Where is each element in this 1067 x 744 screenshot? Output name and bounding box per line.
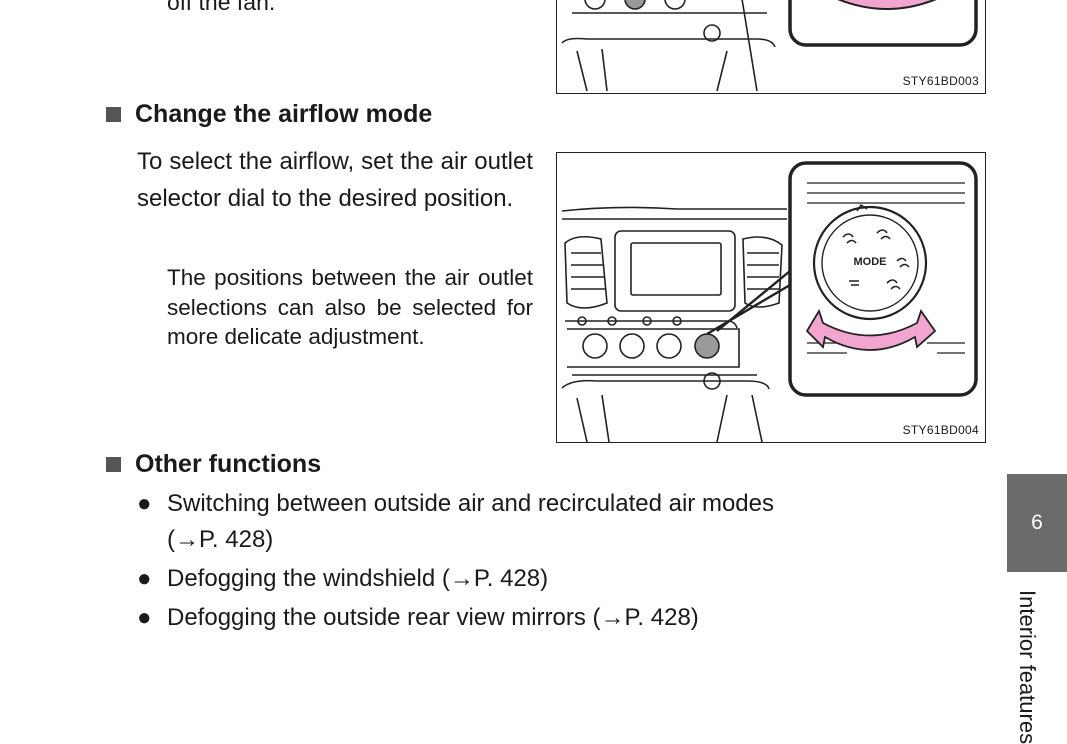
figure-fan-dial: STY61BD003 <box>556 0 986 94</box>
list-item-text[interactable]: Defogging the windshield (→P. 428) <box>167 565 549 592</box>
heading-square-icon <box>106 106 121 122</box>
figure-caption: STY61BD003 <box>902 74 979 88</box>
chapter-tab[interactable]: 6 <box>1007 474 1067 572</box>
heading-text: Other functions <box>135 450 322 478</box>
fan-dial-illustration <box>561 0 978 92</box>
bullet-icon: ● <box>137 604 152 631</box>
chapter-number: 6 <box>1031 511 1043 534</box>
section-heading-other: Other functions <box>106 449 321 479</box>
bullet-icon: ● <box>137 490 152 517</box>
list-item: ● Defogging the outside rear view mirror… <box>137 600 937 636</box>
list-item-ref[interactable]: (→P. 428) <box>167 526 274 553</box>
bullet-icon: ● <box>137 565 152 592</box>
list-item: ● Switching between outside air and reci… <box>137 486 937 558</box>
previous-text: off the fan. <box>167 0 276 15</box>
section-heading-airflow: Change the airflow mode <box>106 99 432 129</box>
heading-text: Change the airflow mode <box>135 100 433 128</box>
other-functions-list: ● Switching between outside air and reci… <box>137 486 937 636</box>
figure-airflow-dial: MODE STY61BD004 <box>556 152 986 443</box>
airflow-dial-illustration: MODE <box>561 161 978 442</box>
dial-mode-label: MODE <box>854 256 887 268</box>
list-item: ● Defogging the windshield (→P. 428) <box>137 561 937 597</box>
figure-caption: STY61BD004 <box>902 423 979 437</box>
heading-square-icon <box>106 456 121 472</box>
list-item-text: Switching between outside air and recirc… <box>167 490 774 517</box>
airflow-note: The positions between the air outlet sel… <box>167 265 533 349</box>
airflow-paragraph: To select the airflow, set the air outle… <box>137 148 533 212</box>
list-item-text[interactable]: Defogging the outside rear view mirrors … <box>167 604 699 631</box>
chapter-side-label: Interior features <box>1015 590 1040 744</box>
